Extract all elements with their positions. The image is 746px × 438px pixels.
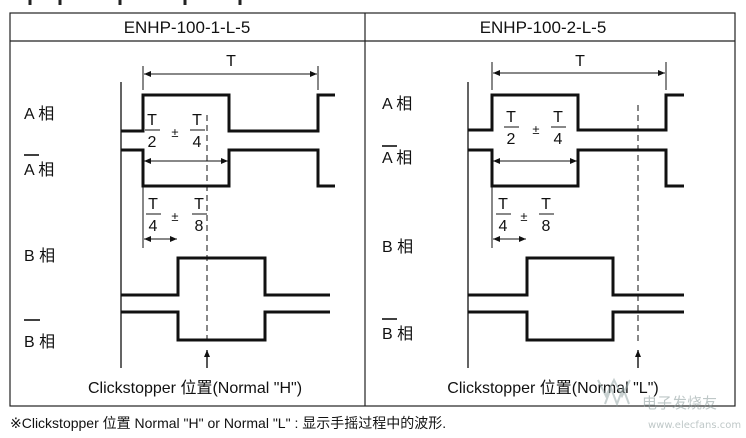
p2-offset-num: T	[498, 196, 508, 213]
watermark-logo-icon	[597, 377, 631, 407]
p1-label-a: A 相	[24, 105, 54, 123]
p1-offset-op: ±	[171, 209, 178, 224]
p1-phase-op: ±	[171, 125, 178, 140]
p2-phase-den: 2	[507, 131, 516, 148]
table-frame	[9, 12, 736, 407]
p1-offset-tol-den: 8	[195, 218, 204, 235]
p1-phase-num: T	[147, 112, 157, 129]
panel-2-model: ENHP-100-2-L-5	[480, 18, 607, 37]
panel-1: ENHP-100-1-L-5 T A 相 A 相 B 相 B 相 T 2 ± T…	[24, 18, 335, 397]
p1-wave-a	[121, 93, 335, 133]
p2-phase-op: ±	[532, 122, 539, 137]
footnote: ※Clickstopper 位置 Normal "H" or Normal "L…	[10, 415, 446, 431]
panel-2: ENHP-100-2-L-5 T A 相 A 相 B 相 B 相 T 2 ± T…	[382, 18, 684, 397]
watermark-text: 电子发烧友	[642, 394, 717, 412]
p1-offset-num: T	[148, 196, 158, 213]
p2-phase-tol-den: 4	[554, 131, 563, 148]
p1-label-a-bar: A 相	[24, 161, 54, 179]
p2-label-b-bar: B 相	[382, 325, 413, 343]
p2-offset-op: ±	[520, 209, 527, 224]
p2-caption: Clickstopper 位置(Normal "L")	[447, 379, 658, 397]
p2-phase-tol-num: T	[553, 109, 563, 126]
p1-phase-tol-den: 4	[193, 134, 202, 151]
p2-wave-b-bar	[468, 310, 684, 342]
p2-label-b: B 相	[382, 238, 413, 256]
p1-phase-den: 2	[148, 134, 157, 151]
p2-phase-num: T	[506, 109, 516, 126]
p2-wave-b	[468, 256, 684, 297]
p1-label-b: B 相	[24, 247, 55, 265]
p2-wave-a-bar	[468, 148, 684, 188]
p2-offset-tol-den: 8	[542, 218, 551, 235]
p1-wave-b-bar	[121, 310, 330, 342]
p1-phase-tol-num: T	[192, 112, 202, 129]
p1-wave-b	[121, 256, 330, 297]
p1-caption: Clickstopper 位置(Normal "H")	[88, 379, 302, 397]
panel-1-model: ENHP-100-1-L-5	[124, 18, 251, 37]
p2-label-a: A 相	[382, 95, 412, 113]
cropped-heading	[20, 0, 270, 6]
p1-offset-den: 4	[149, 218, 158, 235]
watermark-url: www.elecfans.com	[648, 420, 741, 431]
cropped-heading-strokes	[28, 0, 242, 5]
p1-offset-tol-num: T	[194, 196, 204, 213]
p1-period-label: T	[226, 53, 236, 70]
p2-offset-den: 4	[499, 218, 508, 235]
p1-label-b-bar: B 相	[24, 333, 55, 351]
watermark: 电子发烧友 www.elecfans.com	[597, 377, 741, 431]
p1-wave-a-bar	[121, 148, 335, 188]
p2-period-label: T	[575, 53, 585, 70]
p2-wave-a	[468, 93, 684, 132]
p2-label-a-bar: A 相	[382, 149, 412, 167]
p2-offset-tol-num: T	[541, 196, 551, 213]
